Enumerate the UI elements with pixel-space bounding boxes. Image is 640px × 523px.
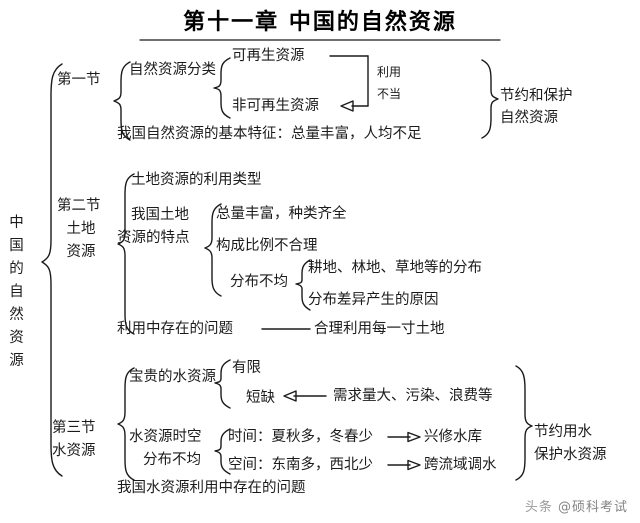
node-water-scarce: 短缺 [246, 390, 275, 406]
watermark-handle: @硕科考试 [557, 500, 628, 515]
section-1-brace [113, 61, 131, 141]
section-3-conclusion-brace [515, 365, 533, 481]
section-2-label-line1: 第二节 [57, 198, 101, 214]
section-3-brace [117, 367, 135, 481]
root-brace [41, 63, 63, 477]
node-water-scarce-cause: 需求量大、污染、浪费等 [333, 388, 493, 404]
section-1-conclusion-brace [481, 59, 499, 139]
section-1-label: 第一节 [57, 72, 101, 88]
label-misuse-line2: 不当 [377, 87, 402, 101]
node-land-feature-3: 分布不均 [230, 274, 288, 290]
land-features-brace [204, 203, 222, 297]
conclusion-1-line2: 自然资源 [500, 110, 558, 126]
node-water-time-result: 兴修水库 [424, 429, 482, 445]
node-land-problems: 利用中存在的问题 [117, 321, 233, 337]
conclusion-1-line1: 节约和保护 [500, 88, 573, 104]
node-land-distribution-1: 耕地、林地、草地等的分布 [308, 260, 482, 276]
label-misuse-line1: 利用 [377, 65, 402, 79]
watermark: 头条 @硕科考试 [525, 496, 628, 515]
watermark-source: 头条 [524, 500, 553, 515]
node-water-time: 时间：夏秋多，冬春少 [228, 429, 373, 445]
node-water-problems: 我国水资源利用中存在的问题 [117, 480, 306, 496]
section-3-label-line1: 第三节 [52, 420, 96, 436]
node-nonrenewable-resources: 非可再生资源 [232, 98, 319, 114]
node-water-limited: 有限 [232, 360, 261, 376]
misuse-arrowhead [340, 100, 354, 112]
time-result-arrowhead [407, 431, 421, 443]
node-land-features-line2: 资源的特点 [117, 230, 190, 246]
water-uneven-brace [214, 428, 231, 475]
node-water-uneven-line1: 水资源时空 [129, 429, 202, 445]
section-2-label-line2: 土地 [66, 221, 96, 237]
node-land-feature-2: 构成比例不合理 [216, 238, 318, 254]
node-basic-features: 我国自然资源的基本特征：总量丰富，人均不足 [117, 126, 422, 142]
node-land-distribution-2: 分布差异产生的原因 [308, 292, 439, 308]
precious-water-brace [214, 359, 231, 409]
node-renewable-resources: 可再生资源 [232, 48, 305, 64]
node-land-feature-1: 总量丰富，种类齐全 [216, 206, 347, 222]
distribution-brace [295, 259, 311, 311]
node-land-problems-result: 合理利用每一寸土地 [314, 321, 445, 337]
node-water-space: 空间：东南多，西北少 [228, 457, 373, 473]
page-title: 第十一章 中国的自然资源 [183, 9, 457, 35]
node-land-use-types: 土地资源的利用类型 [131, 172, 262, 188]
section-3-label-line2: 水资源 [52, 443, 96, 459]
conclusion-3-line1: 节约用水 [534, 424, 592, 440]
classification-brace [213, 57, 231, 119]
conclusion-3-line2: 保护水资源 [534, 447, 607, 463]
node-classification: 自然资源分类 [129, 62, 216, 78]
node-water-space-result: 跨流域调水 [424, 457, 497, 473]
node-land-features-line1: 我国土地 [131, 207, 189, 223]
scarcity-arrowhead [283, 390, 297, 402]
section-2-label-line3: 资源 [66, 244, 96, 260]
node-precious-water: 宝贵的水资源 [129, 369, 216, 385]
space-result-arrowhead [407, 459, 421, 471]
section-2-brace [117, 173, 135, 335]
root-label: 中国的自然资源 [9, 215, 24, 369]
node-water-uneven-line2: 分布不均 [143, 452, 201, 468]
